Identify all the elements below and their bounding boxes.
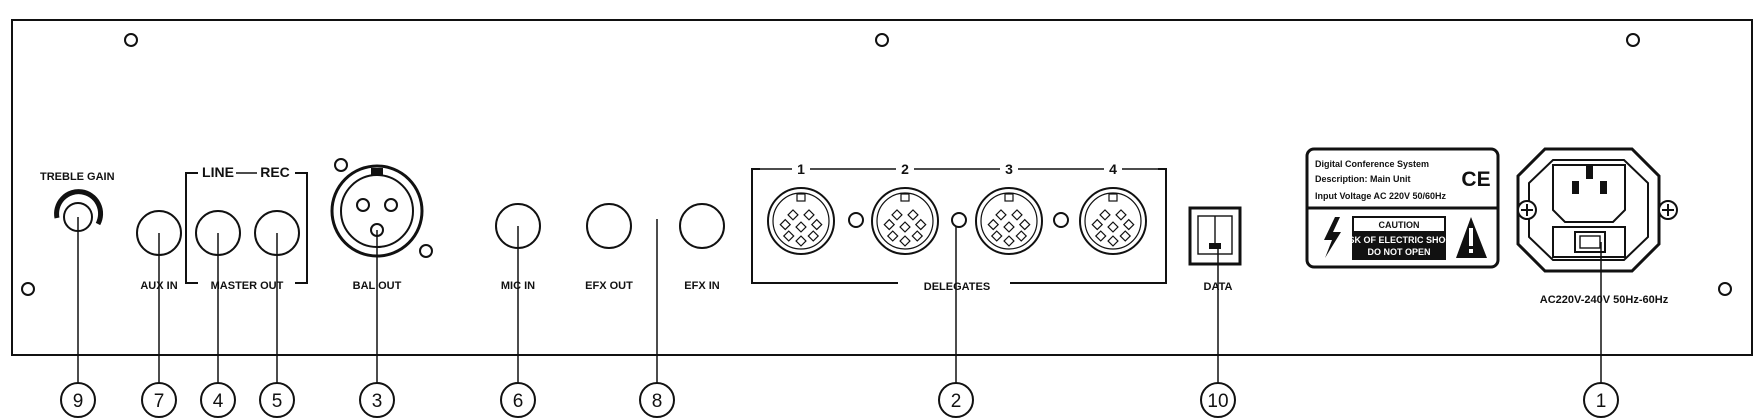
ce-mark-icon: CE: [1461, 168, 1490, 191]
callout-8: 8: [639, 382, 675, 418]
callout-3: 3: [359, 382, 395, 418]
svg-text:3: 3: [372, 391, 383, 412]
screw-hole-icon: [1718, 282, 1732, 296]
callout-10: 10: [1200, 382, 1236, 418]
efx-in-label: EFX IN: [684, 280, 720, 292]
treble-gain-label: TREBLE GAIN: [40, 171, 115, 183]
callout-5: 5: [259, 382, 295, 418]
delegates-label: DELEGATES: [924, 281, 990, 293]
plate-line-2: Description: Main Unit: [1315, 174, 1411, 184]
line-label: LINE: [202, 164, 234, 180]
din-connector-icon[interactable]: [975, 187, 1043, 255]
svg-text:7: 7: [154, 391, 165, 412]
iec-power-inlet-icon[interactable]: [1516, 147, 1678, 273]
svg-text:8: 8: [652, 391, 663, 412]
exclamation-icon: [1456, 217, 1487, 258]
callout-2: 2: [938, 382, 974, 418]
screw-hole-icon: [419, 244, 433, 258]
jack-socket-icon[interactable]: [679, 203, 725, 249]
caution-title: CAUTION: [1379, 220, 1420, 230]
screw-hole-icon: [21, 282, 35, 296]
label-mask: [898, 278, 1010, 292]
delegate-port-number: 4: [1109, 161, 1117, 177]
panel-outline: [11, 19, 1753, 356]
caution-line-1: RISK OF ELECTRIC SHOCK: [1339, 235, 1459, 245]
din-connector-icon[interactable]: [767, 187, 835, 255]
lightning-icon: [1324, 217, 1341, 258]
led-indicator-icon: [951, 212, 967, 228]
screw-hole-icon: [1626, 33, 1640, 47]
screw-hole-icon: [875, 33, 889, 47]
callout-9: 9: [60, 382, 96, 418]
din-connector-icon[interactable]: [1079, 187, 1147, 255]
led-indicator-icon: [848, 212, 864, 228]
callout-group: 9 7 4 5 3 6 8 2 10 1: [60, 382, 1619, 418]
delegate-port-group: 1 2 3 4: [767, 161, 1147, 255]
svg-text:6: 6: [513, 391, 524, 412]
svg-text:9: 9: [73, 391, 84, 412]
info-plate: Digital Conference System Description: M…: [1305, 147, 1500, 269]
callout-leaders: [77, 217, 1602, 383]
callout-7: 7: [141, 382, 177, 418]
plate-line-3: Input Voltage AC 220V 50/60Hz: [1315, 191, 1447, 201]
led-indicator-icon: [1053, 212, 1069, 228]
delegate-port-number: 3: [1005, 161, 1013, 177]
plate-line-1: Digital Conference System: [1315, 159, 1429, 169]
callout-1: 1: [1583, 382, 1619, 418]
delegate-port-number: 2: [901, 161, 909, 177]
master-out-label: MASTER OUT: [211, 280, 284, 292]
rec-label: REC: [260, 164, 290, 180]
callout-4: 4: [200, 382, 236, 418]
rj-port-icon[interactable]: [1188, 206, 1242, 266]
svg-text:10: 10: [1207, 391, 1228, 412]
din-connector-icon[interactable]: [871, 187, 939, 255]
svg-text:1: 1: [1596, 391, 1607, 412]
svg-text:2: 2: [951, 391, 962, 412]
screw-hole-icon: [334, 158, 348, 172]
label-mask: [201, 280, 293, 294]
power-spec-label: AC220V-240V 50Hz-60Hz: [1540, 294, 1669, 306]
callout-6: 6: [500, 382, 536, 418]
master-out-bracket: [185, 172, 308, 284]
svg-text:5: 5: [272, 391, 283, 412]
jack-socket-icon[interactable]: [586, 203, 632, 249]
delegate-port-number: 1: [797, 161, 805, 177]
svg-text:4: 4: [213, 391, 224, 412]
screw-hole-icon: [124, 33, 138, 47]
efx-out-label: EFX OUT: [585, 280, 633, 292]
xlr-connector-icon[interactable]: [330, 164, 424, 258]
caution-line-2: DO NOT OPEN: [1367, 247, 1430, 257]
